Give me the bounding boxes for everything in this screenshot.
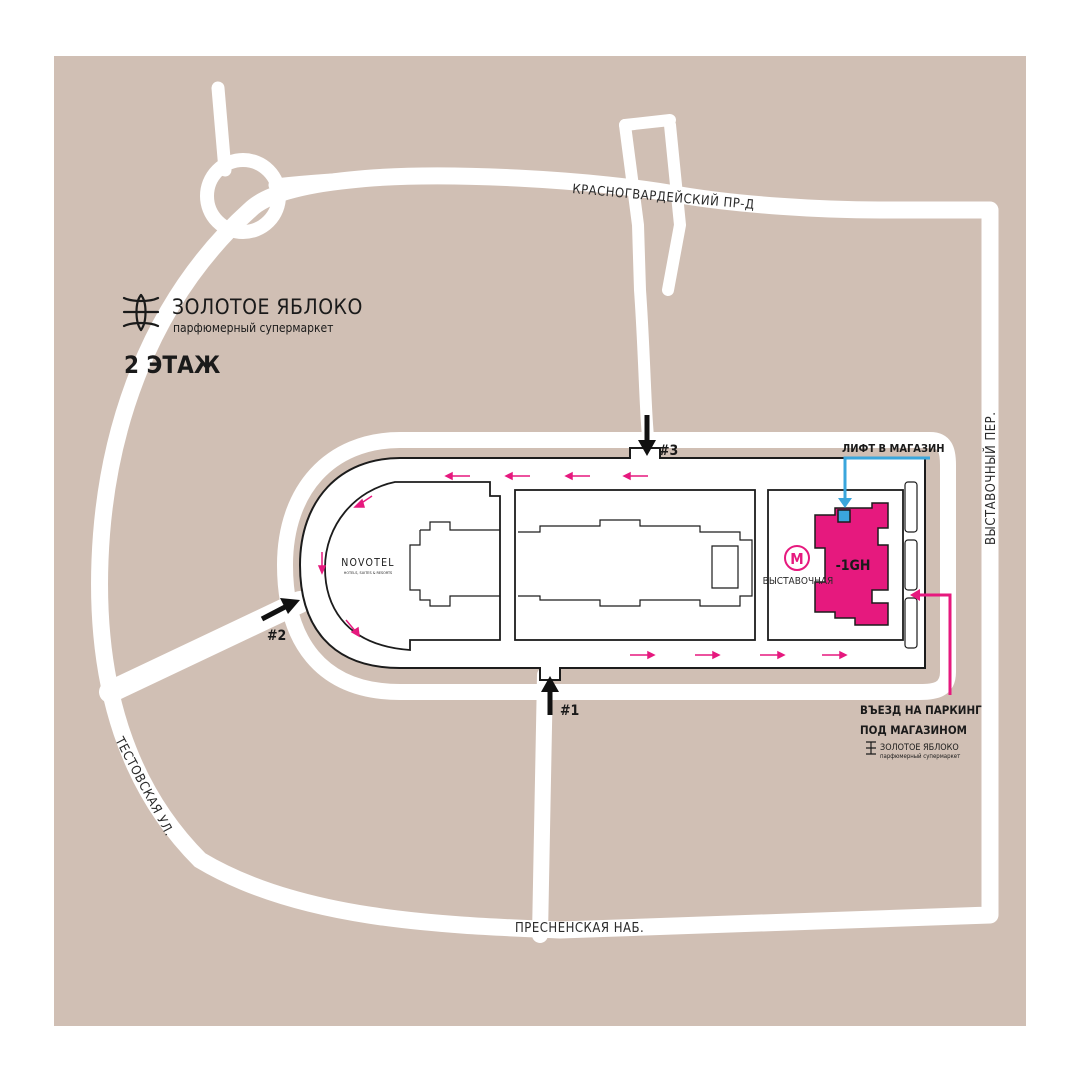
- traffic-flow-arrows: [317, 471, 848, 660]
- roundabout-link-east: [268, 170, 407, 192]
- north-road-cap: [619, 114, 676, 131]
- lift-label: ЛИФТ В МАГАЗИН: [842, 442, 945, 455]
- floor-label: 2 ЭТАЖ: [124, 351, 221, 379]
- brand-name: ЗОЛОТОЕ ЯБЛОКО: [172, 295, 363, 319]
- expocentre-inner-block: [518, 519, 753, 607]
- entrance-arrow-2[interactable]: [260, 598, 300, 622]
- entrance-arrow-3[interactable]: [638, 415, 656, 456]
- street-south-label: ПРЕСНЕНСКАЯ НАБ.: [515, 921, 644, 936]
- mini-brand-tagline: парфюмерный супермаркет: [880, 753, 960, 760]
- street-east-label: ВЫСТАВОЧНЫЙ ПЕР.: [983, 412, 999, 545]
- metro-station-label: ВЫСТАВОЧНАЯ: [763, 576, 834, 587]
- parking-label-line2: ПОД МАГАЗИНОМ: [860, 723, 967, 737]
- roundabout-spur: [211, 81, 232, 177]
- south-access-road: [532, 667, 553, 943]
- metro-letter: М: [790, 550, 803, 568]
- store-area: [814, 502, 889, 626]
- entrance-label-1: #1: [560, 703, 579, 719]
- mini-brand-logo-icon: [866, 741, 876, 755]
- parking-label-line1: ВЪЕЗД НА ПАРКИНГ: [860, 703, 982, 717]
- north-road-right: [662, 119, 686, 296]
- hotel-sub-label: HOTELS, SUITES & RESORTS: [344, 570, 392, 575]
- lift-route-arrowhead: [838, 498, 852, 508]
- parking-route-line: [918, 593, 952, 695]
- entrance-arrow-1[interactable]: [541, 676, 559, 715]
- entrance-label-3: #3: [659, 443, 678, 459]
- outer-ring-road: [91, 167, 999, 939]
- parking-route-arrowhead: [910, 589, 920, 601]
- novotel-building: [324, 481, 501, 651]
- expocentre-building: [514, 489, 756, 641]
- mini-brand-name: ЗОЛОТОЕ ЯБЛОКО: [880, 743, 959, 753]
- novotel-inner-block: [409, 521, 500, 607]
- entrance-label-2: #2: [267, 628, 286, 644]
- brand-tagline: парфюмерный супермаркет: [173, 321, 333, 335]
- roundabout: [200, 153, 286, 239]
- metro-icon: [784, 545, 810, 571]
- complex-ring-road: [277, 432, 956, 700]
- hotel-name-label: NOVOTEL: [341, 557, 394, 569]
- lift-marker: [837, 509, 851, 523]
- parking-bays: [904, 481, 918, 649]
- zolotoe-yabloko-logo-icon: [122, 293, 160, 332]
- lift-route-line: [843, 456, 930, 500]
- store-code-label: -1GH: [836, 558, 871, 574]
